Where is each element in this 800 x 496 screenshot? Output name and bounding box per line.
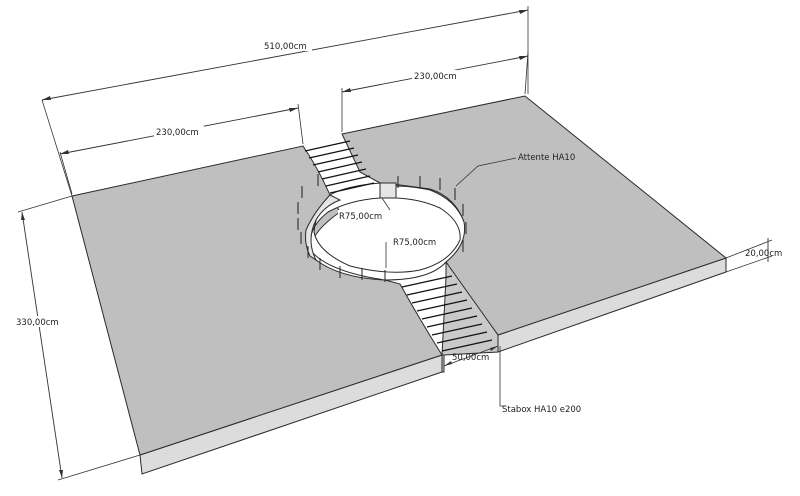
label-stabox: Stabox HA10 e200 bbox=[502, 405, 581, 415]
label-thickness: 20,00cm bbox=[745, 249, 782, 259]
label-attente: Attente HA10 bbox=[518, 153, 575, 163]
label-gap-width: 50,00cm bbox=[452, 353, 489, 363]
left-slab-top bbox=[71, 145, 443, 456]
stabox-bars-upper bbox=[304, 140, 375, 194]
opening-inner-wall bbox=[305, 194, 342, 262]
dim-thickness bbox=[725, 238, 773, 273]
label-radius-1: R75,00cm bbox=[339, 212, 382, 222]
dim-depth bbox=[17, 195, 141, 481]
radius-1-leader bbox=[381, 197, 391, 211]
label-depth: 330,00cm bbox=[16, 318, 59, 328]
label-right-width: 230,00cm bbox=[414, 72, 457, 82]
dim-gap-width bbox=[443, 342, 499, 372]
stabox-bars-lower bbox=[401, 275, 493, 352]
attente-leader bbox=[455, 157, 517, 187]
dim-total-length bbox=[41, 6, 529, 197]
vertical-rebars bbox=[297, 174, 467, 282]
circular-opening bbox=[309, 182, 466, 281]
label-total-length: 510,00cm bbox=[264, 42, 307, 52]
label-radius-2: R75,00cm bbox=[393, 238, 436, 248]
stabox-leader bbox=[499, 346, 506, 407]
gap-wall-upper bbox=[379, 182, 397, 199]
label-left-width: 230,00cm bbox=[156, 128, 199, 138]
